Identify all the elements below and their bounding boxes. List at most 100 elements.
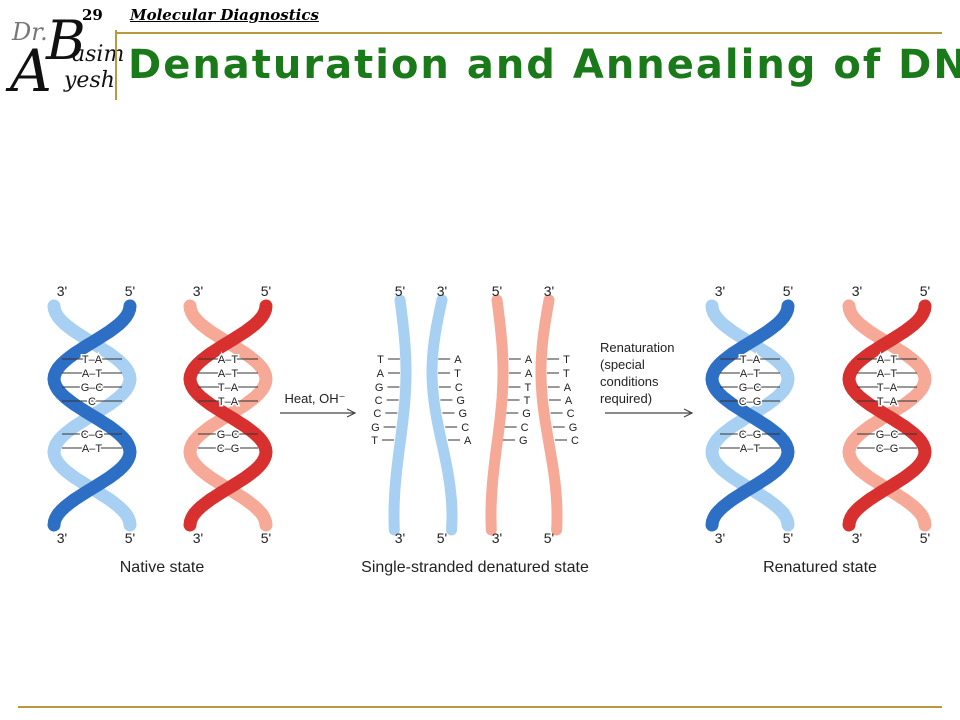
end-label-3prime: 3' [715, 283, 725, 299]
base-label: A [464, 435, 472, 447]
logo-dr: Dr. [12, 18, 48, 46]
base-pair-label: C–G [217, 443, 240, 455]
base-label: G [371, 422, 380, 434]
base-label: T [563, 368, 570, 380]
end-label-3prime: 3' [193, 530, 203, 546]
slide-number: 29 [82, 6, 103, 24]
double-helix-renat-red: A–TA–TT–AT–AG–CC–G [842, 299, 932, 532]
base-label: G [456, 395, 465, 407]
base-label: T [371, 435, 378, 447]
double-helix-native-red: A–T A–T T–A T–A G–C C–G [183, 299, 273, 532]
helix-strand-front [705, 299, 795, 532]
base-pair-label: A–T [740, 443, 760, 455]
page-title: Denaturation and Annealing of DNA [128, 42, 960, 88]
strand-backbone [485, 294, 509, 536]
helix-strand-front [183, 299, 273, 532]
base-label: C [455, 382, 463, 394]
base-label: C [375, 395, 383, 407]
end-label-3prime: 3' [57, 283, 67, 299]
end-label-3prime: 3' [852, 530, 862, 546]
header-divider-horizontal [115, 32, 942, 34]
strand-end-label-top: 5' [395, 283, 405, 299]
base-label: G [375, 382, 384, 394]
base-pair-label: A–T [82, 443, 102, 455]
base-label: C [571, 435, 579, 447]
base-label: T [454, 368, 461, 380]
base-pair-label: C–G [81, 429, 104, 441]
base-label: A [564, 382, 572, 394]
end-label-5prime: 5' [125, 283, 135, 299]
single-stranded-state-label: Single-stranded denatured state [361, 559, 589, 576]
base-pair-label: A–T [82, 368, 102, 380]
logo-a: A [10, 37, 52, 105]
helix-strand-front [842, 299, 932, 532]
base-pair-label: G–C [217, 429, 240, 441]
base-label: C [373, 408, 381, 420]
strand-backbone [388, 294, 412, 536]
strand-end-label-bottom: 5' [544, 530, 554, 546]
course-title: Molecular Diagnostics [130, 6, 319, 24]
base-pair-label: A–T [218, 354, 238, 366]
base-pair-label: T–A [218, 396, 239, 408]
base-label: C [461, 422, 469, 434]
end-label-5prime: 5' [261, 530, 271, 546]
base-label: G [569, 422, 578, 434]
base-pair-label: A–T [877, 368, 897, 380]
double-helix-renat-blue: T–A A–T G–C C–G C–G A–T [705, 299, 795, 532]
base-label: T [377, 354, 384, 366]
double-helix-native-blue: T–A A–T G–C C C–G A–T [47, 299, 137, 532]
base-label: G [522, 408, 531, 420]
base-label: T [524, 382, 531, 394]
base-label: T [563, 354, 570, 366]
end-label-3prime: 3' [852, 283, 862, 299]
heat-arrow-head [346, 408, 357, 418]
base-label: A [454, 354, 462, 366]
renaturation-label-line: (special [600, 357, 645, 372]
base-pair-label: A–T [740, 368, 760, 380]
end-label-3prime: 3' [57, 530, 67, 546]
base-label: A [525, 354, 533, 366]
base-pair-label: G–C [739, 382, 762, 394]
base-pair-label: G–C [81, 382, 104, 394]
end-label-5prime: 5' [920, 283, 930, 299]
base-pair-label: C–G [739, 429, 762, 441]
logo-yesh: yesh [64, 68, 115, 93]
base-label: C [521, 422, 529, 434]
end-label-5prime: 5' [783, 530, 793, 546]
helix-strand-front [47, 299, 137, 532]
end-label-5prime: 5' [783, 283, 793, 299]
base-label: A [377, 368, 385, 380]
base-pair-label: A–T [218, 368, 238, 380]
base-pair-label: T–A [877, 382, 898, 394]
base-label: C [567, 408, 575, 420]
end-label-3prime: 3' [715, 530, 725, 546]
diagram-labels-group: 3'5'3'5'3'5'3'5'3'5'3'5'3'5'3'5'5'3'3'5'… [57, 283, 930, 576]
strand-end-label-bottom: 3' [492, 530, 502, 546]
base-pair-label: C–G [739, 396, 762, 408]
native-state-label: Native state [120, 559, 205, 576]
end-label-5prime: 5' [920, 530, 930, 546]
base-pair-label: C–G [876, 443, 899, 455]
base-pair-label: T–A [740, 354, 761, 366]
renaturation-label-line: required) [600, 391, 652, 406]
base-label: G [519, 435, 528, 447]
helices-group: T–AA–TG–CCC–GA–TA–TA–TT–AT–AG–CC–GT–AA–T… [47, 299, 932, 532]
renaturation-arrow-head [683, 408, 694, 418]
base-pair-label: T–A [877, 396, 898, 408]
base-pair-label: G–C [876, 429, 899, 441]
renaturation-label-line: conditions [600, 374, 659, 389]
strand-backbone [535, 294, 563, 536]
base-label: A [525, 368, 533, 380]
base-pair-label: T–A [82, 354, 103, 366]
base-label: A [565, 395, 573, 407]
strand-end-label-bottom: 5' [437, 530, 447, 546]
base-pair-label: C [88, 396, 96, 408]
header-divider-vertical [115, 30, 117, 100]
heat-arrow-label: Heat, OH⁻ [284, 391, 345, 406]
base-pair-label: T–A [218, 382, 239, 394]
logo-b: B [46, 9, 86, 72]
